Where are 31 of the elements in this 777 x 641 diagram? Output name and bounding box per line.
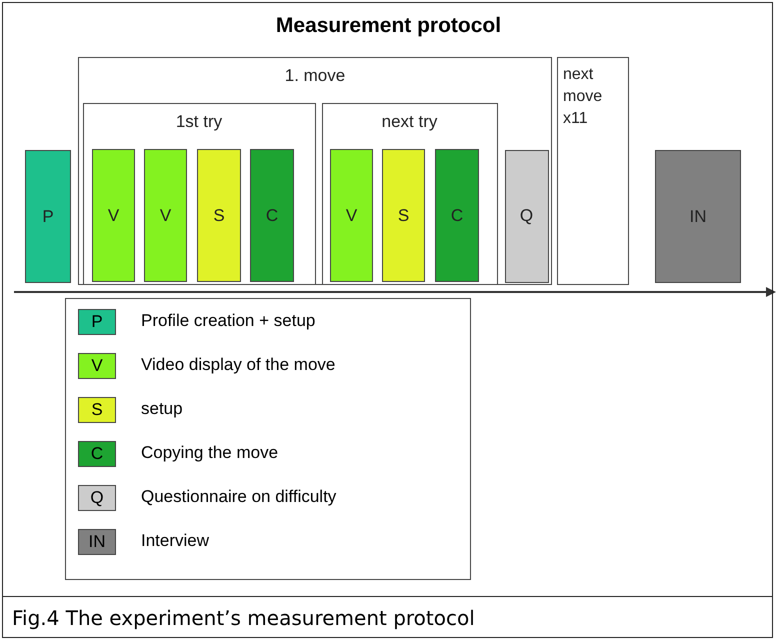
legend-text: Copying the move (141, 443, 278, 463)
legend-swatch: Q (78, 485, 116, 511)
legend-swatch: S (78, 397, 116, 423)
step-box: V (330, 149, 373, 282)
step-box: V (92, 149, 135, 282)
step-box: S (197, 149, 241, 282)
text-box: next move x11 (557, 57, 629, 285)
step-box: C (250, 149, 294, 282)
legend-text: Questionnaire on difficulty (141, 487, 336, 507)
group-title: 1. move (284, 66, 346, 86)
step-box: P (25, 150, 71, 283)
group-title: next try (380, 112, 438, 132)
group-title: 1st try (174, 112, 224, 132)
legend-swatch: V (78, 353, 116, 379)
group-box (78, 57, 552, 285)
step-box: IN (655, 150, 741, 283)
group-box (322, 102, 498, 284)
diagram-title: Measurement protocol (274, 14, 502, 38)
step-box: Q (504, 150, 548, 282)
legend-text: Video display of the move (141, 355, 336, 375)
step-box: V (144, 149, 187, 282)
legend-text: setup (141, 399, 183, 419)
legend-text: Interview (141, 531, 210, 551)
legend-swatch: IN (78, 529, 116, 555)
step-box: C (435, 149, 479, 282)
figure-caption: Fig.4 The experiment’s measurement protocol (12, 606, 475, 630)
group-box (82, 102, 316, 284)
legend-swatch: P (78, 309, 116, 335)
step-box: S (382, 149, 425, 282)
legend-text: Profile creation + setup (141, 311, 316, 331)
legend-swatch: C (78, 441, 116, 467)
